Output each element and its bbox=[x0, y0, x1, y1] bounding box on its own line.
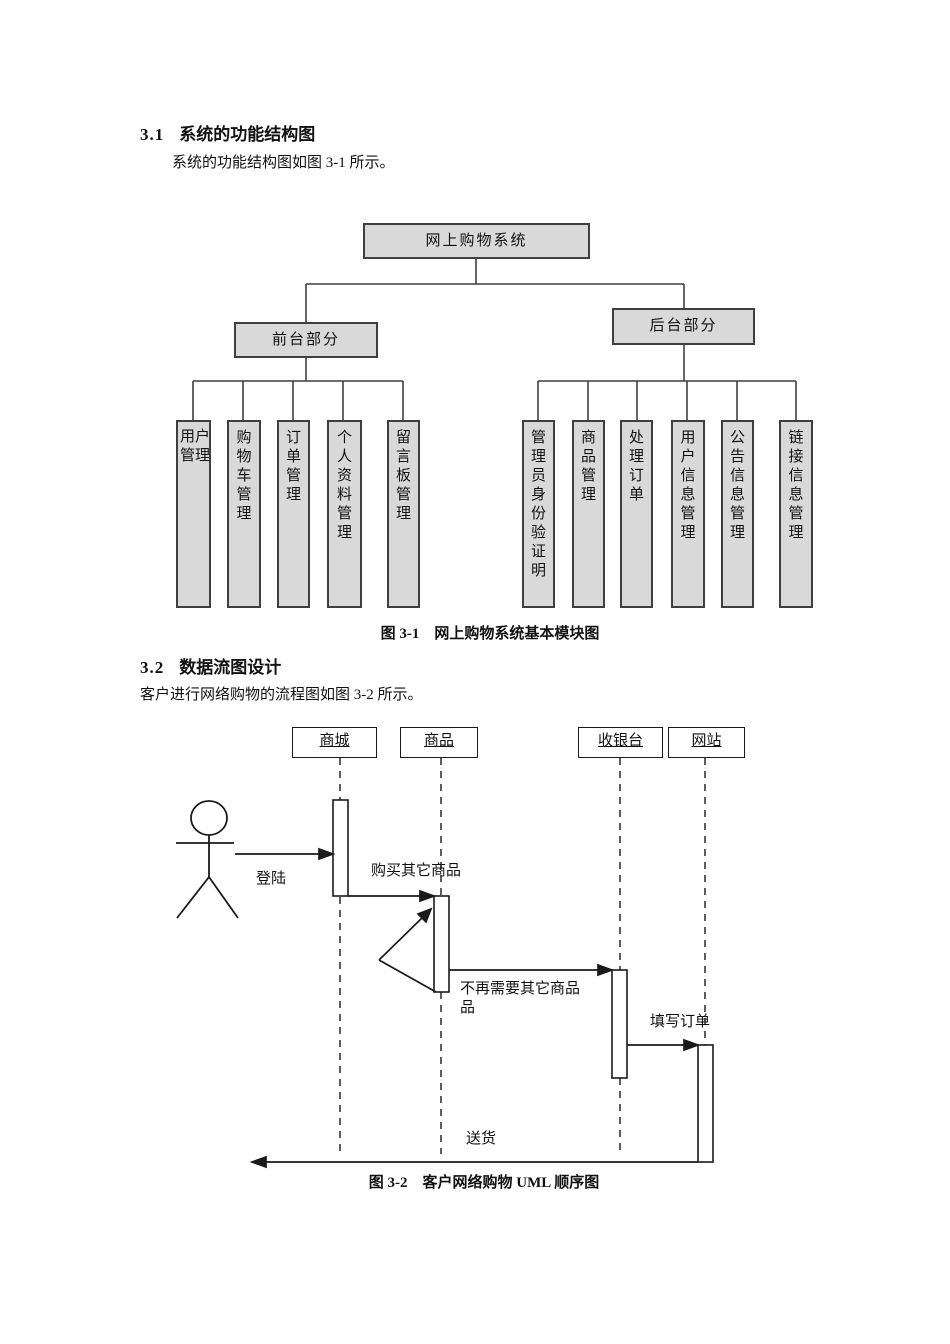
org-leaf-link-mgmt: 链接信息管理 bbox=[779, 420, 813, 608]
org-front-box: 前台部分 bbox=[234, 322, 378, 358]
section-3-2-title: 数据流图设计 bbox=[179, 658, 282, 677]
org-back-box: 后台部分 bbox=[612, 308, 755, 345]
section-3-1-paragraph: 系统的功能结构图如图 3-1 所示。 bbox=[172, 155, 395, 171]
org-leaf-profile-mgmt: 个人资料管理 bbox=[327, 420, 362, 608]
section-3-1-heading: 3.1 系统的功能结构图 bbox=[140, 120, 315, 145]
lifeline-label-mall: 商城 bbox=[319, 733, 350, 749]
lifeline-box-mall: 商城 bbox=[292, 727, 377, 758]
org-back-label: 后台部分 bbox=[649, 318, 718, 334]
figure-3-1-caption: 图 3-1 网上购物系统基本模块图 bbox=[380, 626, 600, 642]
section-3-2-number: 3.2 bbox=[140, 658, 165, 677]
self-loop-line bbox=[378, 959, 437, 993]
lifeline-label-product: 商品 bbox=[423, 733, 454, 749]
org-root-label: 网上购物系统 bbox=[425, 233, 528, 249]
section-3-2-paragraph: 客户进行网络购物的流程图如图 3-2 所示。 bbox=[140, 687, 423, 703]
message-label-delivery: 送货 bbox=[466, 1131, 497, 1147]
org-leaf-userinfo-mgmt: 用户信息管理 bbox=[671, 420, 705, 608]
message-label-login: 登陆 bbox=[256, 871, 287, 887]
org-front-label: 前台部分 bbox=[271, 332, 340, 348]
lifeline-box-product: 商品 bbox=[400, 727, 478, 758]
org-leaf-cart-mgmt: 购物车管理 bbox=[227, 420, 261, 608]
org-root-box: 网上购物系统 bbox=[363, 223, 590, 259]
message-label-no-more-line1: 不再需要其它商品 bbox=[460, 981, 581, 997]
section-3-1-number: 3.1 bbox=[140, 125, 165, 144]
org-leaf-notice-mgmt: 公告信息管理 bbox=[721, 420, 754, 608]
org-leaf-admin-auth: 管理员身份验证明 bbox=[522, 420, 555, 608]
org-leaf-process-order: 处理订单 bbox=[620, 420, 653, 608]
lifeline-box-website: 网站 bbox=[668, 727, 745, 758]
org-leaf-user-mgmt: 用户管理 bbox=[176, 420, 211, 608]
message-label-no-more-line2: 品 bbox=[460, 1000, 476, 1016]
org-leaf-order-mgmt: 订单管理 bbox=[277, 420, 310, 608]
org-leaf-product-mgmt: 商品管理 bbox=[572, 420, 605, 608]
lifelines-dashed bbox=[339, 758, 706, 1154]
message-label-fill-order: 填写订单 bbox=[650, 1014, 711, 1030]
lifeline-box-cashier: 收银台 bbox=[578, 727, 663, 758]
figure-3-2-caption: 图 3-2 客户网络购物 UML 顺序图 bbox=[368, 1175, 600, 1191]
message-label-buy-more: 购买其它商品 bbox=[371, 863, 462, 879]
org-leaf-msgboard-mgmt: 留言板管理 bbox=[387, 420, 420, 608]
actor-icon bbox=[176, 800, 239, 919]
section-3-2-heading: 3.2 数据流图设计 bbox=[140, 653, 281, 678]
lifeline-label-website: 网站 bbox=[691, 733, 722, 749]
section-3-1-title: 系统的功能结构图 bbox=[179, 125, 316, 144]
lifeline-label-cashier: 收银台 bbox=[597, 733, 643, 749]
